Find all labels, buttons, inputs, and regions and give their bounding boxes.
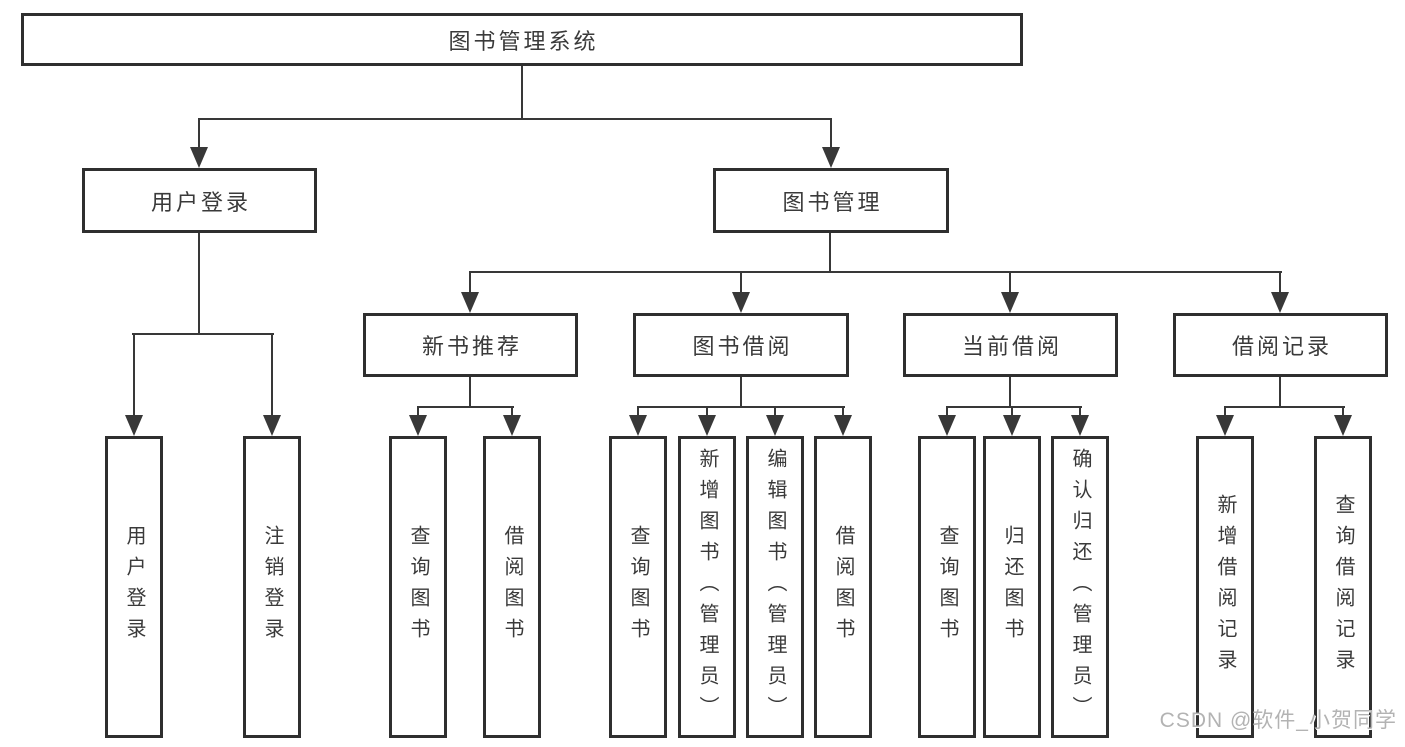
leaf-label: 确认归还（管理员） (1069, 447, 1091, 727)
arrow-to-book-borrowing (732, 271, 750, 313)
arrow-leaf (629, 406, 647, 436)
node-library-system: 图书管理系统 (21, 13, 1023, 66)
leaf-borrow-edit-books-admin: 编辑图书（管理员） (746, 436, 804, 738)
connector-current-branch (946, 406, 1082, 408)
arrow-to-user-login (190, 118, 208, 168)
arrow-leaf (698, 406, 716, 436)
connector-records-stem (1279, 377, 1281, 408)
arrow-leaf (409, 406, 427, 436)
leaf-label: 查询借阅记录 (1332, 494, 1354, 680)
leaf-records-query-record: 查询借阅记录 (1314, 436, 1372, 738)
connector-user-branch (132, 333, 274, 335)
leaf-label: 新增图书（管理员） (696, 447, 718, 727)
node-book-management: 图书管理 (713, 168, 949, 233)
leaf-current-confirm-return-admin: 确认归还（管理员） (1051, 436, 1109, 738)
leaf-logout: 注销登录 (243, 436, 301, 738)
node-label: 借阅记录 (1231, 334, 1332, 359)
leaf-label: 借阅图书 (501, 525, 523, 649)
arrow-to-leaf-user-login (125, 333, 143, 436)
leaf-label: 查询图书 (936, 525, 958, 649)
leaf-borrow-add-books-admin: 新增图书（管理员） (678, 436, 736, 738)
leaf-label: 用户登录 (123, 525, 145, 649)
arrow-to-borrowing-records (1271, 271, 1289, 313)
arrow-to-new-book (461, 271, 479, 313)
node-label: 图书管理系统 (448, 28, 599, 54)
node-label: 当前借阅 (961, 334, 1062, 359)
leaf-label: 查询图书 (407, 525, 429, 649)
node-borrowing-records: 借阅记录 (1173, 313, 1388, 377)
arrow-leaf (834, 406, 852, 436)
leaf-label: 借阅图书 (832, 525, 854, 649)
csdn-watermark: CSDN @软件_小贺同学 (1159, 709, 1397, 732)
arrow-leaf (503, 406, 521, 436)
leaf-current-return-books: 归还图书 (983, 436, 1041, 738)
leaf-current-query-books: 查询图书 (918, 436, 976, 738)
connector-root-stem (521, 66, 523, 120)
node-label: 用户登录 (150, 189, 251, 215)
connector-newbook-branch (417, 406, 514, 408)
arrow-to-book-management (822, 118, 840, 168)
node-user-login: 用户登录 (82, 168, 317, 233)
arrow-leaf (938, 406, 956, 436)
leaf-label: 归还图书 (1001, 525, 1023, 649)
node-label: 图书管理 (782, 189, 883, 215)
arrow-leaf (1003, 406, 1021, 436)
node-label: 图书借阅 (692, 334, 793, 359)
connector-book-branch (469, 271, 1282, 273)
arrow-leaf (1334, 406, 1352, 436)
arrow-leaf (1216, 406, 1234, 436)
connector-root-branch (198, 118, 832, 120)
node-new-book-recommendation: 新书推荐 (363, 313, 578, 377)
leaf-user-login: 用户登录 (105, 436, 163, 738)
connector-book-stem (829, 233, 831, 273)
arrow-to-current-borrowing (1001, 271, 1019, 313)
leaf-label: 新增借阅记录 (1214, 494, 1236, 680)
connector-newbook-stem (469, 377, 471, 408)
arrow-leaf (766, 406, 784, 436)
node-label: 新书推荐 (421, 334, 522, 359)
arrow-leaf (1071, 406, 1089, 436)
arrow-to-leaf-logout (263, 333, 281, 436)
leaf-label: 编辑图书（管理员） (764, 447, 786, 727)
leaf-borrow-borrow-books: 借阅图书 (814, 436, 872, 738)
connector-borrow-branch (637, 406, 845, 408)
connector-records-branch (1224, 406, 1345, 408)
connector-borrow-stem (740, 377, 742, 408)
leaf-records-add-record: 新增借阅记录 (1196, 436, 1254, 738)
connector-current-stem (1009, 377, 1011, 408)
leaf-label: 查询图书 (627, 525, 649, 649)
leaf-label: 注销登录 (261, 525, 283, 649)
connector-user-stem (198, 233, 200, 335)
node-book-borrowing: 图书借阅 (633, 313, 849, 377)
leaf-newbook-borrow-books: 借阅图书 (483, 436, 541, 738)
leaf-borrow-query-books: 查询图书 (609, 436, 667, 738)
node-current-borrowing: 当前借阅 (903, 313, 1118, 377)
leaf-newbook-query-books: 查询图书 (389, 436, 447, 738)
